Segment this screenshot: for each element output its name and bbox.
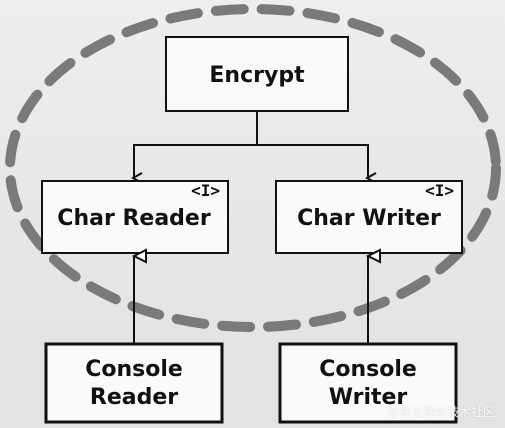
encrypt-to-char-reader-arrow [130, 144, 257, 184]
encrypt-box [165, 36, 349, 112]
char-reader-label: Char Reader [57, 206, 211, 231]
console-reader-label-line2: Reader [90, 385, 178, 410]
console-reader-box [44, 342, 224, 424]
console-writer-label-line1: Console [319, 357, 417, 382]
encrypt-label: Encrypt [209, 63, 305, 88]
char-reader-interface-marker: <I> [191, 181, 220, 200]
console-writer-box [278, 342, 458, 424]
console-reader-label-line1: Console [85, 357, 183, 382]
char-writer-interface-marker: <I> [425, 181, 454, 200]
char-writer-box [275, 180, 463, 254]
console-writer-label-line2: Writer [329, 385, 408, 410]
encrypt-to-char-writer-arrow [257, 144, 377, 184]
component-boundary [5, 4, 501, 332]
char-writer-label: Char Writer [297, 206, 441, 231]
